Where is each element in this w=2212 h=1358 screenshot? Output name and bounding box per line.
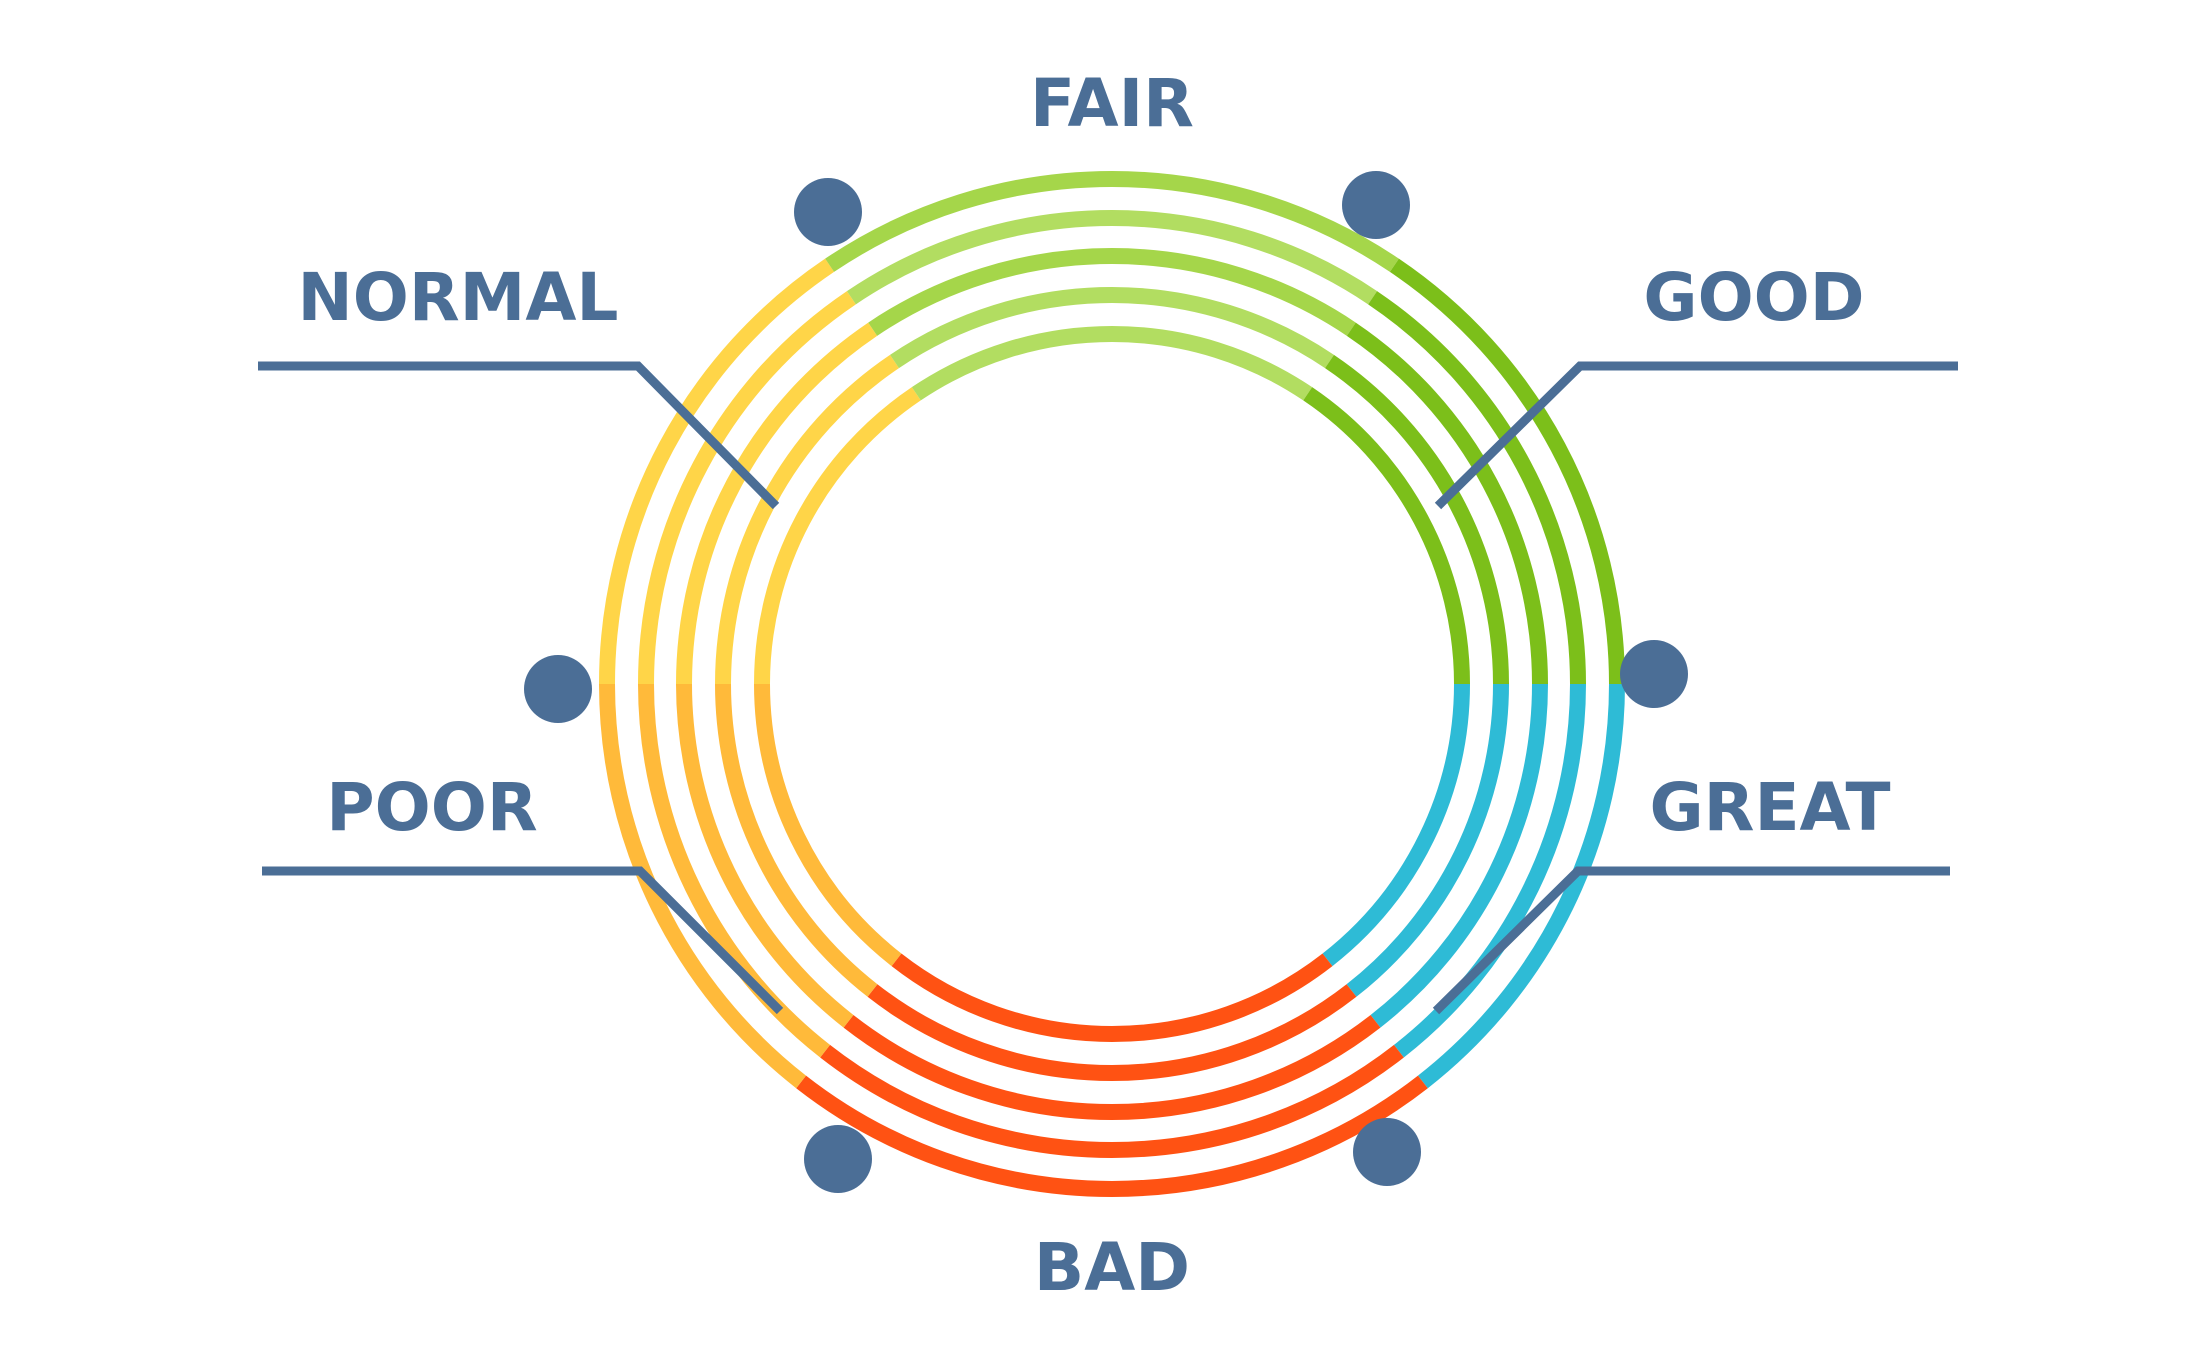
marker-dot-fair-good xyxy=(1342,171,1410,239)
concentric-rating-rings xyxy=(599,171,1625,1197)
ring-1-normal-arc xyxy=(599,258,835,685)
label-great: GREAT xyxy=(1649,769,1890,846)
ring-3-bad-arc xyxy=(843,1014,1381,1120)
ring-5-fair-arc xyxy=(911,326,1313,401)
ring-3-great-arc xyxy=(1370,683,1548,1028)
ring-3-poor-arc xyxy=(676,683,854,1028)
ring-2-bad-arc xyxy=(820,1044,1404,1158)
ring-4-fair-arc xyxy=(890,287,1334,369)
marker-dot-normal-fair xyxy=(794,178,862,246)
ring-1-good-arc xyxy=(1389,258,1625,685)
ring-1-fair-arc xyxy=(825,171,1399,272)
great-leader-line xyxy=(1432,866,1950,1015)
ring-2-fair-arc xyxy=(846,210,1378,305)
ring-5-great-arc xyxy=(1322,683,1470,967)
good-leader-line xyxy=(1434,361,1958,510)
ring-5-poor-arc xyxy=(754,683,902,967)
ring-5-good-arc xyxy=(1303,387,1470,685)
ring-2-normal-arc xyxy=(638,291,856,685)
ring-2-great-arc xyxy=(1393,683,1586,1058)
ring-3-good-arc xyxy=(1346,322,1548,685)
marker-dot-great-bad xyxy=(1353,1118,1421,1186)
ring-1-bad-arc xyxy=(796,1075,1428,1197)
ring-4-great-arc xyxy=(1346,683,1509,997)
ring-4-bad-arc xyxy=(867,984,1357,1081)
ring-4-good-arc xyxy=(1325,354,1509,685)
ring-3-fair-arc xyxy=(868,248,1356,336)
label-bad: BAD xyxy=(1034,1229,1190,1306)
ring-2-good-arc xyxy=(1368,291,1586,685)
ring-3-normal-arc xyxy=(676,322,878,685)
label-good: GOOD xyxy=(1643,259,1864,336)
ring-2-poor-arc xyxy=(638,683,831,1058)
poor-leader-line xyxy=(262,866,784,1015)
label-poor: POOR xyxy=(326,769,537,846)
normal-leader-line xyxy=(258,361,780,510)
marker-dot-bad-poor xyxy=(804,1125,872,1193)
label-fair: FAIR xyxy=(1030,65,1194,142)
label-normal: NORMAL xyxy=(298,259,619,336)
ring-5-normal-arc xyxy=(754,387,921,685)
ring-1-poor-arc xyxy=(599,683,807,1089)
ring-1-great-arc xyxy=(1417,683,1625,1089)
ring-4-poor-arc xyxy=(715,683,878,997)
marker-dot-poor-normal xyxy=(524,655,592,723)
ring-5-bad-arc xyxy=(891,953,1333,1043)
marker-dot-good-great xyxy=(1620,640,1688,708)
